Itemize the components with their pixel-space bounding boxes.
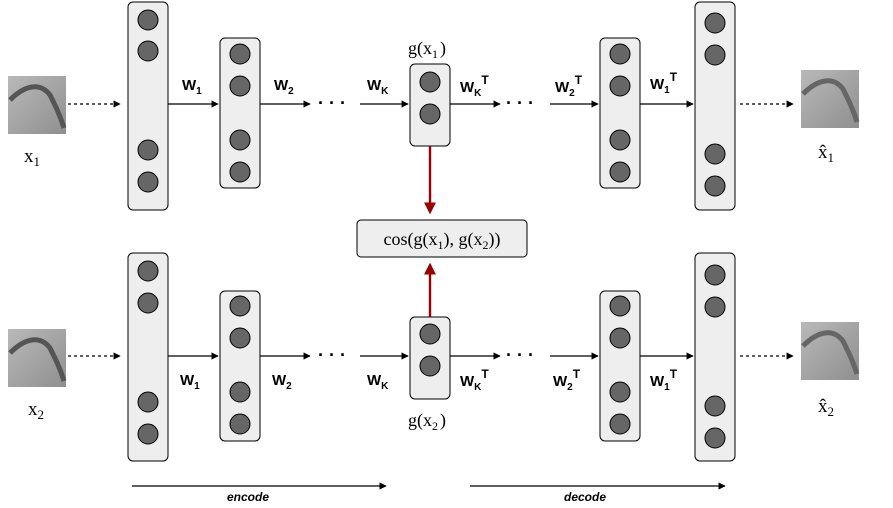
weight-label-w1t-top: W1T: [650, 70, 678, 96]
label-code-g-x1: g(x1): [408, 38, 446, 61]
weight-label-w1-bottom: W1: [180, 372, 200, 392]
input-patch-x1: [8, 76, 67, 134]
weight-label-wk-bottom: WK: [367, 372, 389, 392]
label-x1-hat: x̂1: [818, 142, 834, 165]
similarity-box: [356, 219, 528, 258]
weight-label-w2-top: W2: [274, 77, 294, 97]
ellipsis-top-decode: · · ·: [506, 93, 534, 113]
weight-label-w1-top: W1: [182, 77, 202, 97]
label-x1: x1: [24, 146, 40, 169]
weight-label-w1t-bottom: W1T: [650, 367, 678, 393]
weight-label-wk-top: WK: [367, 77, 389, 97]
encode-label: encode: [227, 490, 269, 504]
ellipsis-top-encode: · · ·: [318, 93, 346, 113]
weight-label-wkt-bottom: WKT: [460, 367, 489, 393]
weight-label-w2t-bottom: W2T: [553, 367, 581, 393]
decode-label: decode: [564, 490, 606, 504]
label-x2-hat: x̂2: [818, 396, 834, 419]
label-x2: x2: [28, 399, 44, 422]
weight-label-w2t-top: W2T: [555, 73, 583, 99]
layer-hidden-1-1: [219, 37, 261, 189]
neuron-nodes: [137, 9, 726, 449]
layer-hidden-dec-2: [599, 290, 641, 442]
ellipsis-bottom-decode: · · ·: [506, 345, 534, 365]
label-code-g-x2: g(x2): [408, 410, 446, 433]
weight-label-w2-bottom: W2: [272, 372, 292, 392]
layer-hidden-dec-1: [599, 37, 641, 189]
similarity-label: cos(g(x1), g(x2)): [384, 229, 501, 252]
input-patch-x2: [8, 329, 67, 387]
layer-hidden-1-2: [219, 290, 261, 442]
output-patch-x1-hat: [801, 70, 860, 128]
ellipsis-bottom-encode: · · ·: [318, 345, 346, 365]
output-patch-x2-hat: [801, 322, 860, 380]
weight-label-wkt-top: WKT: [460, 73, 489, 99]
